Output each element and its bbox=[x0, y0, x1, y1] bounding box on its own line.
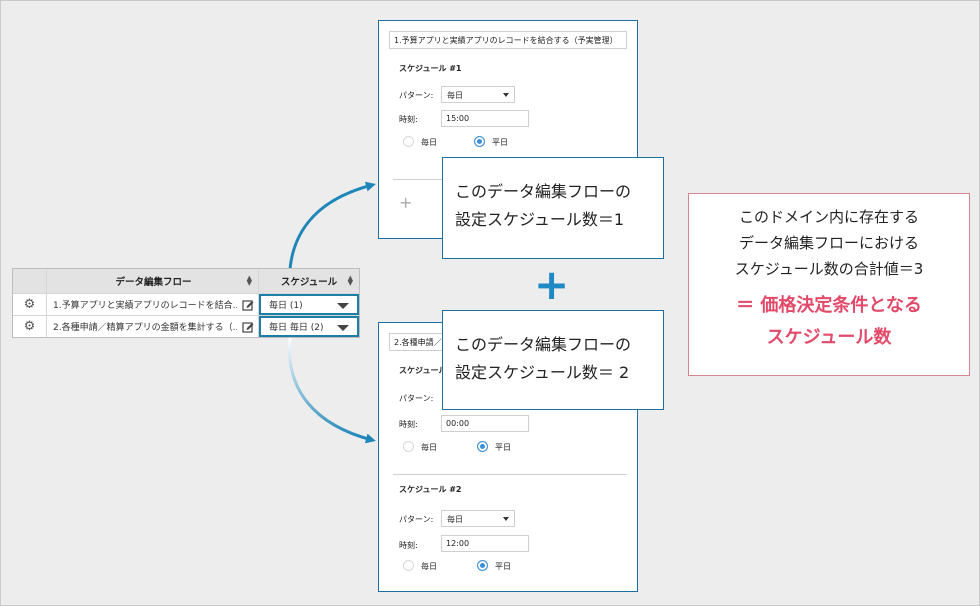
sort-icon[interactable]: ▲▼ bbox=[246, 274, 252, 287]
schedule-title: スケジュール #1 bbox=[399, 64, 462, 73]
plus-icon: + bbox=[534, 260, 570, 309]
schedule-title: スケジュール #2 bbox=[399, 485, 462, 494]
radio-weekday-label: 平日 bbox=[495, 443, 511, 452]
pattern-label: パターン: bbox=[399, 91, 434, 100]
pattern-label: パターン: bbox=[399, 515, 434, 524]
schedule-select[interactable]: 毎日 毎日 (2) bbox=[259, 316, 359, 337]
time-label: 時刻: bbox=[399, 420, 418, 429]
radio-daily-label: 毎日 bbox=[421, 138, 437, 147]
radio-daily[interactable] bbox=[403, 441, 414, 452]
radio-daily-label: 毎日 bbox=[421, 562, 437, 571]
pattern-select[interactable]: 毎日 bbox=[441, 86, 515, 103]
divider bbox=[393, 474, 627, 475]
radio-weekday[interactable] bbox=[477, 441, 488, 452]
chevron-down-icon bbox=[337, 325, 349, 331]
radio-weekday[interactable] bbox=[474, 136, 485, 147]
table-header: データ編集フロー ▲▼ スケジュール ▲▼ bbox=[13, 269, 359, 293]
pattern-label: パターン: bbox=[399, 394, 434, 403]
chevron-down-icon bbox=[337, 303, 349, 309]
radio-weekday-label: 平日 bbox=[492, 138, 508, 147]
sort-icon[interactable]: ▲▼ bbox=[347, 274, 353, 287]
column-header-flow[interactable]: データ編集フロー ▲▼ bbox=[47, 269, 259, 293]
gear-icon[interactable]: ⚙ bbox=[13, 294, 47, 315]
radio-daily-label: 毎日 bbox=[421, 443, 437, 452]
table-row: ⚙ 2.各種申請／精算アプリの金額を集計する（... 毎日 毎日 (2) bbox=[13, 315, 359, 337]
time-input[interactable]: 15:00 bbox=[441, 110, 529, 127]
callout-flow-1: このデータ編集フローの 設定スケジュール数＝1 bbox=[442, 157, 664, 259]
edit-icon[interactable] bbox=[242, 321, 254, 333]
radio-weekday-label: 平日 bbox=[495, 562, 511, 571]
time-input[interactable]: 12:00 bbox=[441, 535, 529, 552]
table-row: ⚙ 1.予算アプリと実績アプリのレコードを結合... 毎日 (1) bbox=[13, 293, 359, 315]
radio-weekday[interactable] bbox=[477, 560, 488, 571]
schedule-title: スケジュール bbox=[399, 366, 447, 375]
time-input[interactable]: 00:00 bbox=[441, 415, 529, 432]
arrow-to-panel2 bbox=[287, 337, 376, 444]
time-label: 時刻: bbox=[399, 541, 418, 550]
schedule-select[interactable]: 毎日 (1) bbox=[259, 294, 359, 315]
edit-icon[interactable] bbox=[242, 299, 254, 311]
pattern-select[interactable]: 毎日 bbox=[441, 510, 515, 527]
radio-daily[interactable] bbox=[403, 560, 414, 571]
column-header-schedule[interactable]: スケジュール ▲▼ bbox=[280, 274, 353, 289]
flow-table: データ編集フロー ▲▼ スケジュール ▲▼ ⚙ 1.予算アプリと実績アプリのレコ… bbox=[12, 268, 360, 338]
callout-flow-2: このデータ編集フローの 設定スケジュール数＝ 2 bbox=[442, 310, 664, 410]
gear-icon[interactable]: ⚙ bbox=[13, 316, 47, 337]
time-label: 時刻: bbox=[399, 115, 418, 124]
panel-title: 1.予算アプリと実績アプリのレコードを結合する（予実管理） bbox=[389, 31, 627, 49]
plus-icon[interactable]: + bbox=[399, 193, 413, 212]
radio-daily[interactable] bbox=[403, 136, 414, 147]
summary-note: このドメイン内に存在する データ編集フローにおける スケジュール数の合計値＝3 … bbox=[688, 193, 970, 376]
